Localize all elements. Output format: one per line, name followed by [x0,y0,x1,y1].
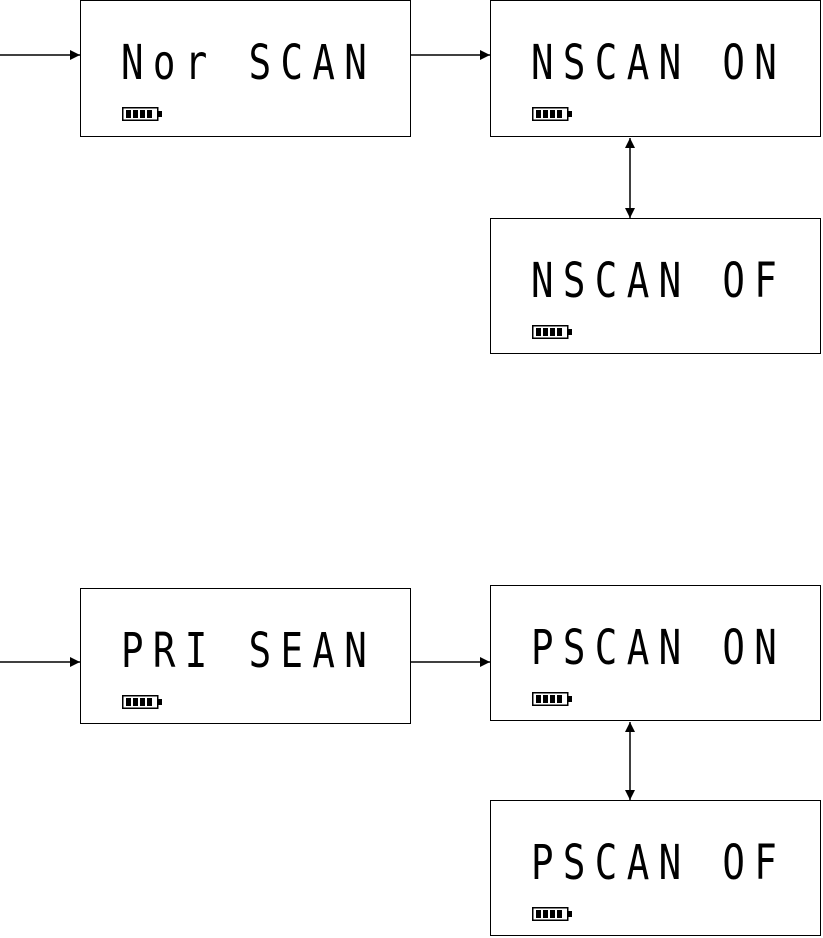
battery-full-icon [122,695,163,709]
lcd-pscan-of: PSCAN OF [490,800,821,936]
lcd-text: NSCAN ON [531,39,786,87]
lcd-text: PSCAN ON [531,624,786,672]
lcd-text: Nor SCAN [121,39,376,87]
battery-full-icon [532,692,573,706]
lcd-text: PRI SEAN [121,627,376,675]
lcd-text: NSCAN OF [531,257,786,305]
lcd-text: PSCAN OF [531,839,786,887]
lcd-nscan-of: NSCAN OF [490,218,821,354]
lcd-pscan-on: PSCAN ON [490,585,821,721]
lcd-pri-scan: PRI SEAN [80,588,411,724]
battery-full-icon [532,107,573,121]
battery-full-icon [532,325,573,339]
battery-full-icon [532,907,573,921]
battery-full-icon [122,107,163,121]
lcd-nor-scan: Nor SCAN [80,0,411,137]
lcd-nscan-on: NSCAN ON [490,0,821,137]
